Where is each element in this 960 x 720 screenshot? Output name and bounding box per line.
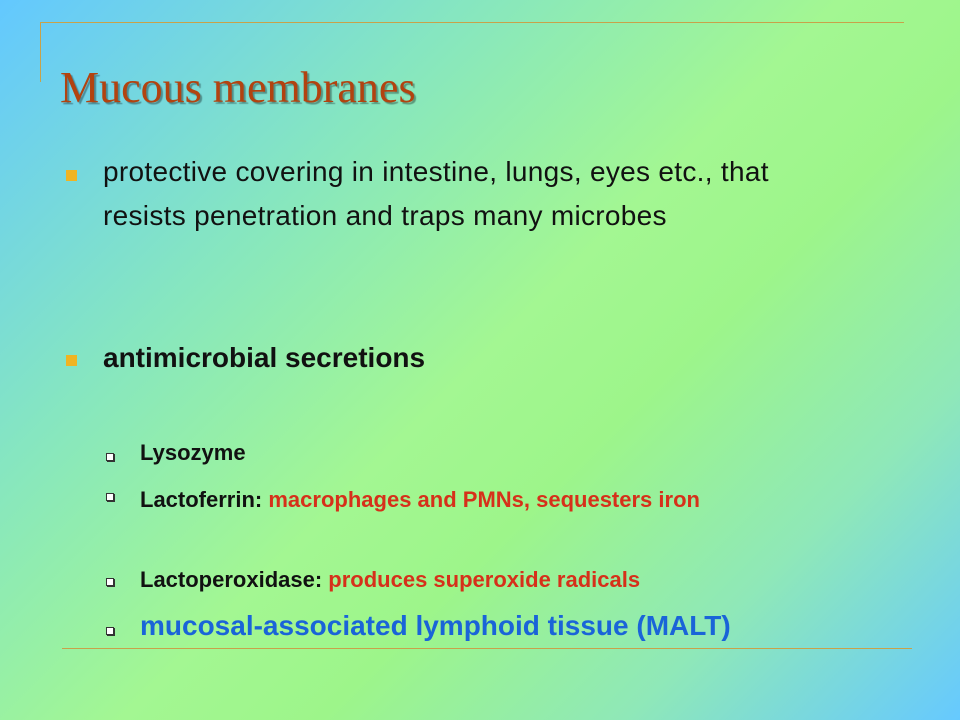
subitem-lysozyme: Lysozyme: [140, 440, 246, 465]
bullet-text-protective: protective covering in intestine, lungs,…: [103, 156, 769, 231]
bottom-rule: [62, 648, 912, 649]
subitem-lactoferrin: Lactoferrin: macrophages and PMNs, seque…: [140, 482, 900, 518]
checkbox-bullet-icon: [106, 578, 114, 586]
checkbox-bullet-icon: [106, 627, 114, 635]
subitem-lactoperoxidase: Lactoperoxidase: produces superoxide rad…: [140, 567, 640, 593]
subitem-malt: mucosal-associated lymphoid tissue (MALT…: [140, 610, 731, 641]
square-bullet-icon: [66, 355, 77, 366]
slide-title: Mucous membranes: [60, 63, 416, 112]
bullet-text-secretions: antimicrobial secretions: [103, 342, 426, 373]
lactoperoxidase-label: Lactoperoxidase:: [140, 567, 323, 592]
checkbox-bullet-icon: [106, 453, 114, 461]
checkbox-bullet-icon: [106, 493, 114, 501]
square-bullet-icon: [66, 170, 77, 181]
lactoferrin-description: macrophages and PMNs, sequesters iron: [268, 487, 700, 512]
top-rule: [40, 22, 904, 23]
lactoferrin-label: Lactoferrin:: [140, 487, 263, 512]
left-rule: [40, 22, 41, 82]
lactoperoxidase-description: produces superoxide radicals: [328, 567, 641, 592]
